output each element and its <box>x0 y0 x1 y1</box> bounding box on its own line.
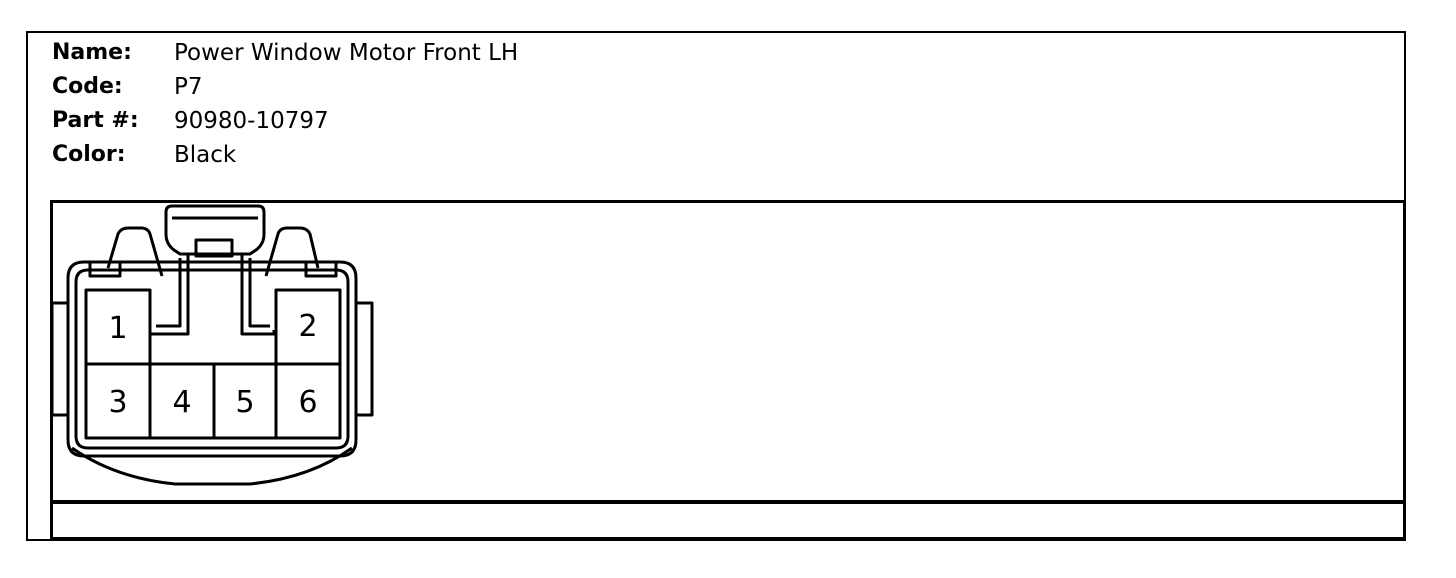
bottom-divider <box>50 500 1406 504</box>
name-value: Power Window Motor Front LH <box>174 40 519 66</box>
pin-label-4: 4 <box>172 385 191 420</box>
right-claw-foot <box>304 260 338 278</box>
code-value: P7 <box>174 74 203 100</box>
center-latch-button <box>194 238 234 258</box>
color-value: Black <box>174 142 237 168</box>
housing-outer <box>66 260 358 458</box>
left-claw-foot <box>88 260 122 278</box>
left-lock-claw <box>106 226 164 277</box>
pin-label-3: 3 <box>108 385 127 420</box>
cavity-6 <box>274 362 342 440</box>
part-label: Part #: <box>52 108 139 133</box>
center-latch-outer <box>164 204 266 256</box>
pin-label-1: 1 <box>108 311 127 346</box>
pin-label-5: 5 <box>235 385 254 420</box>
housing-inner <box>74 268 350 450</box>
code-label: Code: <box>52 74 123 99</box>
left-side-tab <box>50 301 70 417</box>
center-stem-inner <box>156 258 270 328</box>
cavity-top-middle <box>148 334 278 366</box>
housing-hood <box>71 446 353 486</box>
part-value: 90980-10797 <box>174 108 329 134</box>
right-lock-claw <box>264 226 320 277</box>
pin-label-2: 2 <box>298 309 317 344</box>
pin-label-6: 6 <box>298 385 317 420</box>
center-stem <box>148 252 276 336</box>
right-side-tab <box>354 301 374 417</box>
name-label: Name: <box>52 40 132 65</box>
color-label: Color: <box>52 142 126 167</box>
